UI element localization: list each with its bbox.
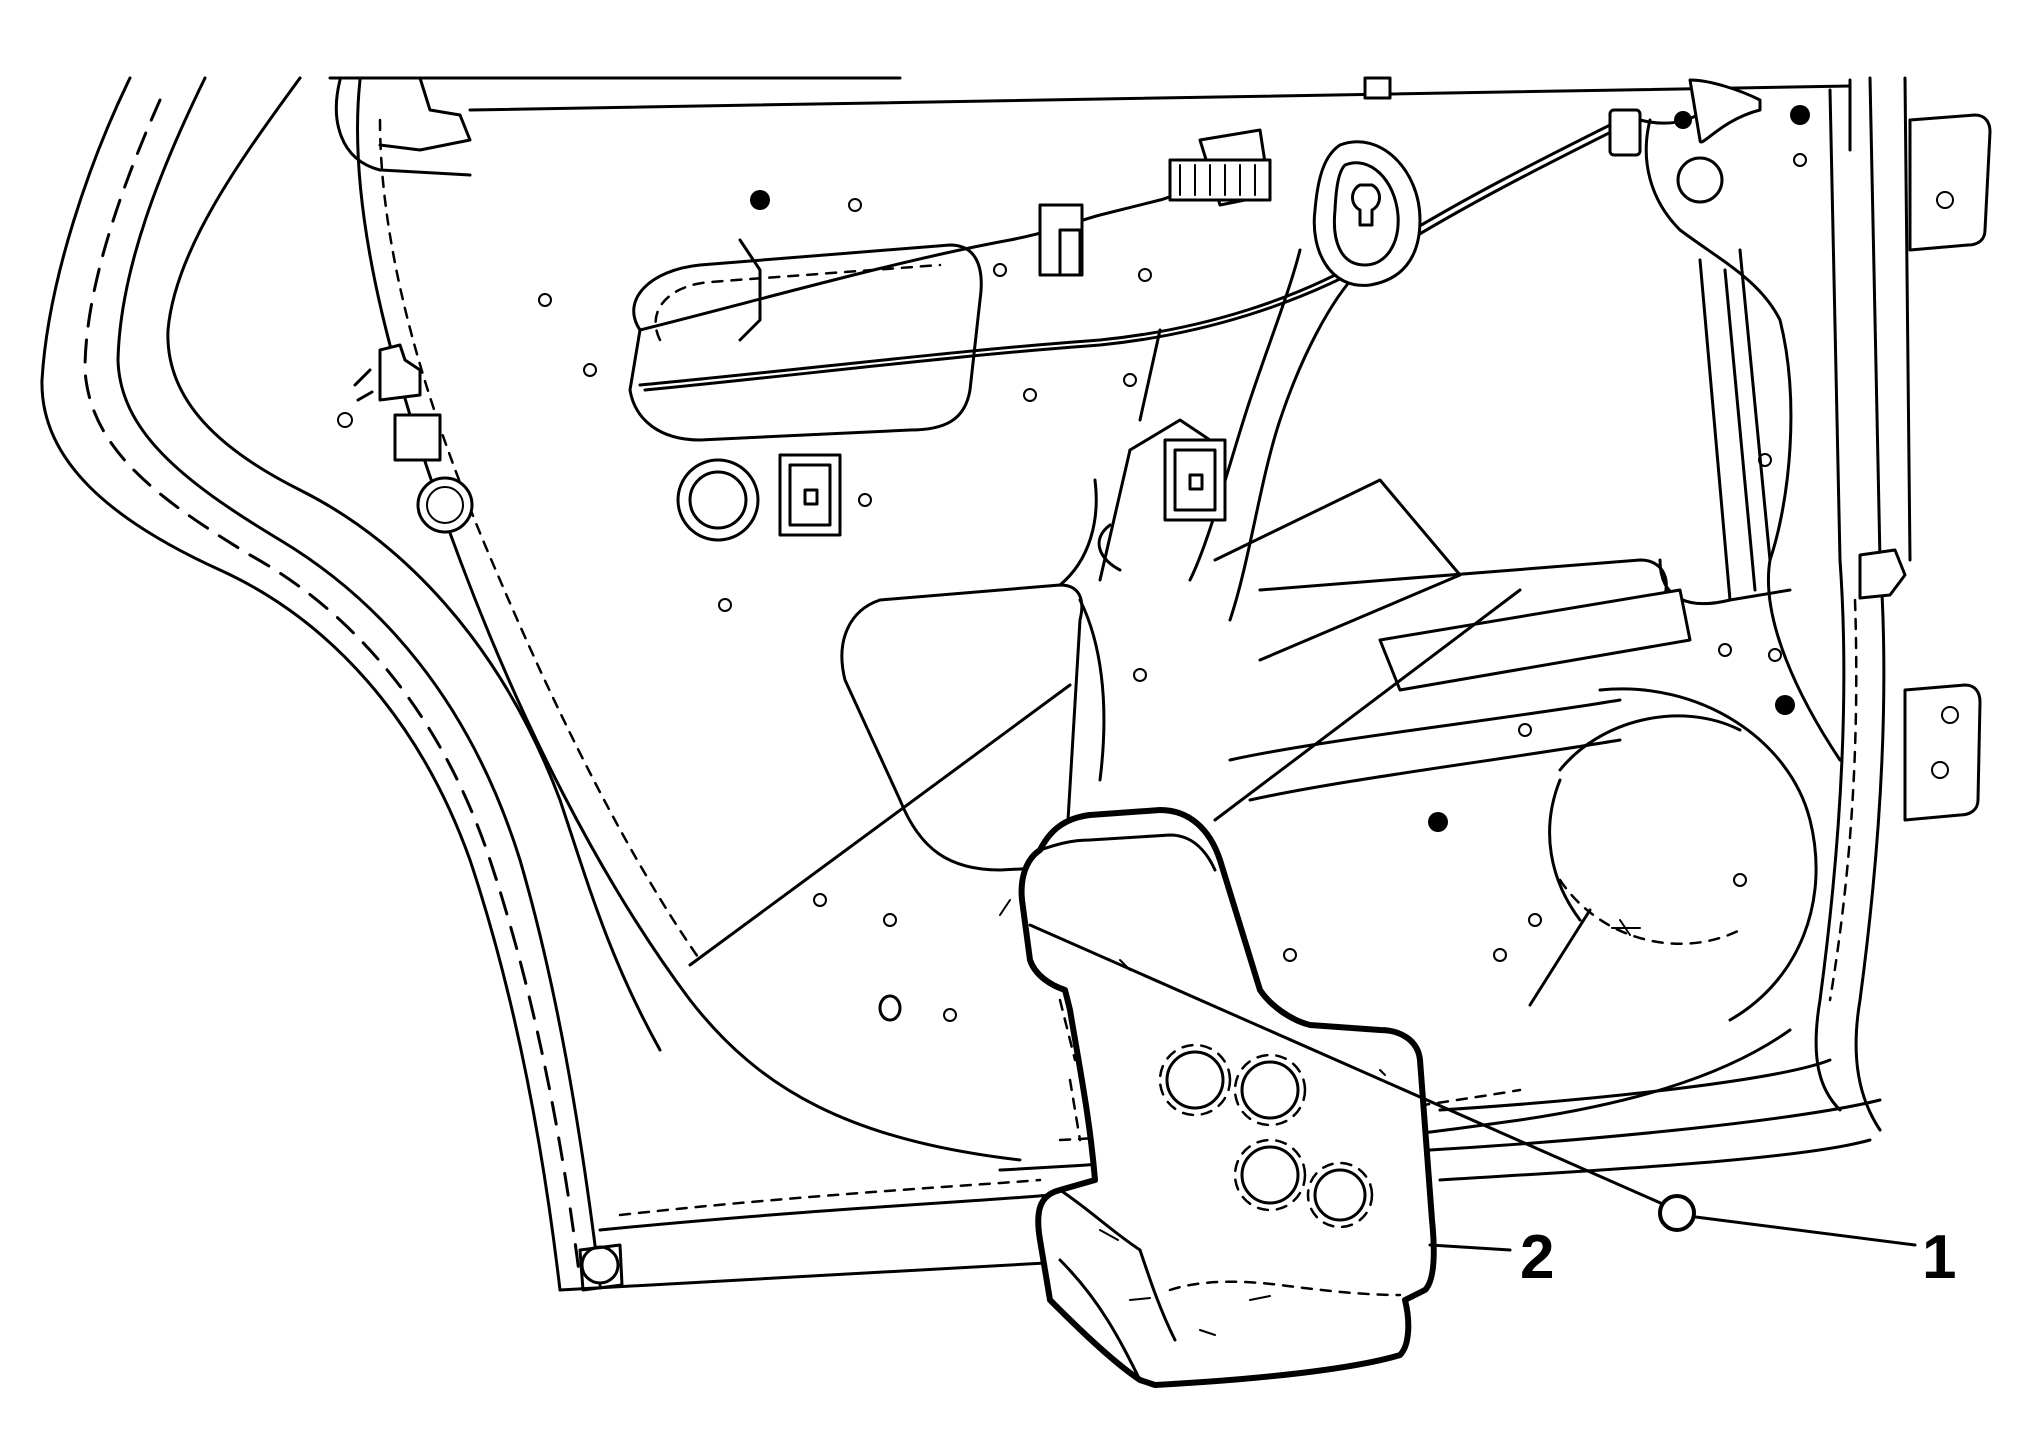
latch-area [337, 76, 472, 428]
fastener-holes [538, 105, 1810, 1292]
square-pads [393, 413, 1227, 537]
callout-1-label: 1 [1922, 1223, 1956, 1292]
inner-brace [1058, 328, 1212, 782]
grommet-holes [416, 140, 1422, 542]
component-2-deflector [999, 807, 1437, 1388]
door-outer-shell [40, 76, 1912, 1292]
component-1-retainer [1658, 1194, 1696, 1232]
hinge-brackets [1363, 76, 1992, 822]
callout-2-label: 2 [1520, 1223, 1554, 1292]
leader-lines [688, 588, 1917, 1252]
door-inner-panel [334, 78, 1842, 1172]
wire-harness [638, 98, 1722, 392]
leader-line-2 [1428, 1243, 1512, 1252]
leader-line-1 [1678, 1213, 1917, 1247]
